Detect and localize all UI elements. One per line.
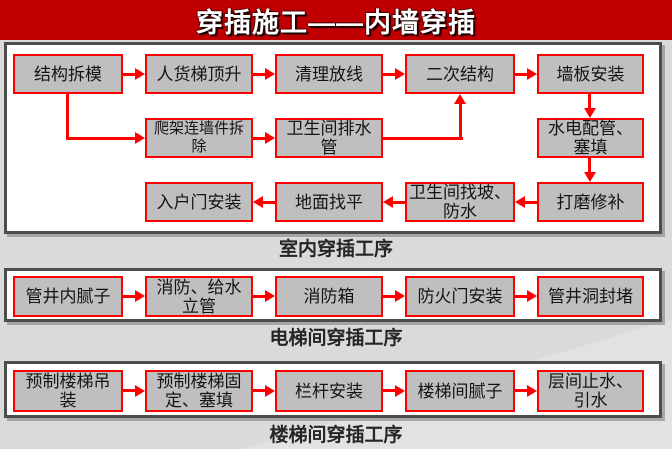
section-label-indoor: 室内穿插工序 — [278, 239, 393, 260]
node-fire-door-install: 防火门安装 — [405, 276, 515, 317]
node-fire-hydrant-box: 消防箱 — [275, 276, 383, 317]
node-climbframe-tie-removal: 爬架连墙件拆 除 — [145, 118, 253, 158]
node-wall-panel-install: 墙板安装 — [537, 54, 644, 94]
panel-stairwell: 预制楼梯吊 装 预制楼梯固 定、塞填 栏杆安装 楼梯间腻子 层间止水、 引水 — [4, 361, 662, 418]
panel-elevator: 管井内腻子 消防、给水 立管 消防箱 防火门安装 管井洞封堵 — [4, 268, 662, 322]
node-mep-conduit-fill: 水电配管、 塞填 — [537, 118, 644, 158]
panel-indoor: 结构拆模 人货梯顶升 清理放线 二次结构 墙板安装 爬架连墙件拆 除 卫生间排水… — [4, 42, 662, 234]
node-precast-stair-hoist: 预制楼梯吊 装 — [13, 370, 123, 412]
node-interlayer-waterstop: 层间止水、 引水 — [537, 370, 644, 412]
node-stairwell-putty: 楼梯间腻子 — [405, 370, 515, 412]
node-formwork-removal: 结构拆模 — [13, 54, 123, 94]
node-clean-layout: 清理放线 — [275, 54, 383, 94]
node-bathroom-slope-waterproof: 卫生间找坡、 防水 — [405, 182, 515, 222]
title-bar: 穿插施工——内墙穿插 — [0, 0, 672, 40]
node-floor-leveling: 地面找平 — [275, 182, 383, 222]
section-label-elevator: 电梯间穿插工序 — [269, 328, 403, 349]
section-label-stairwell: 楼梯间穿插工序 — [269, 425, 403, 446]
node-shaft-hole-seal: 管井洞封堵 — [537, 276, 644, 317]
node-precast-stair-fix-fill: 预制楼梯固 定、塞填 — [145, 370, 253, 412]
node-grind-repair: 打磨修补 — [537, 182, 644, 222]
node-railing-install: 栏杆安装 — [275, 370, 383, 412]
node-secondary-structure: 二次结构 — [405, 54, 515, 94]
page-title: 穿插施工——内墙穿插 — [196, 7, 476, 38]
node-bathroom-drainpipe: 卫生间排水 管 — [275, 118, 383, 158]
node-shaft-putty: 管井内腻子 — [13, 276, 123, 317]
node-hoist-jacking: 人货梯顶升 — [145, 54, 253, 94]
node-fire-water-riser: 消防、给水 立管 — [145, 276, 253, 317]
node-entry-door-install: 入户门安装 — [145, 182, 253, 222]
